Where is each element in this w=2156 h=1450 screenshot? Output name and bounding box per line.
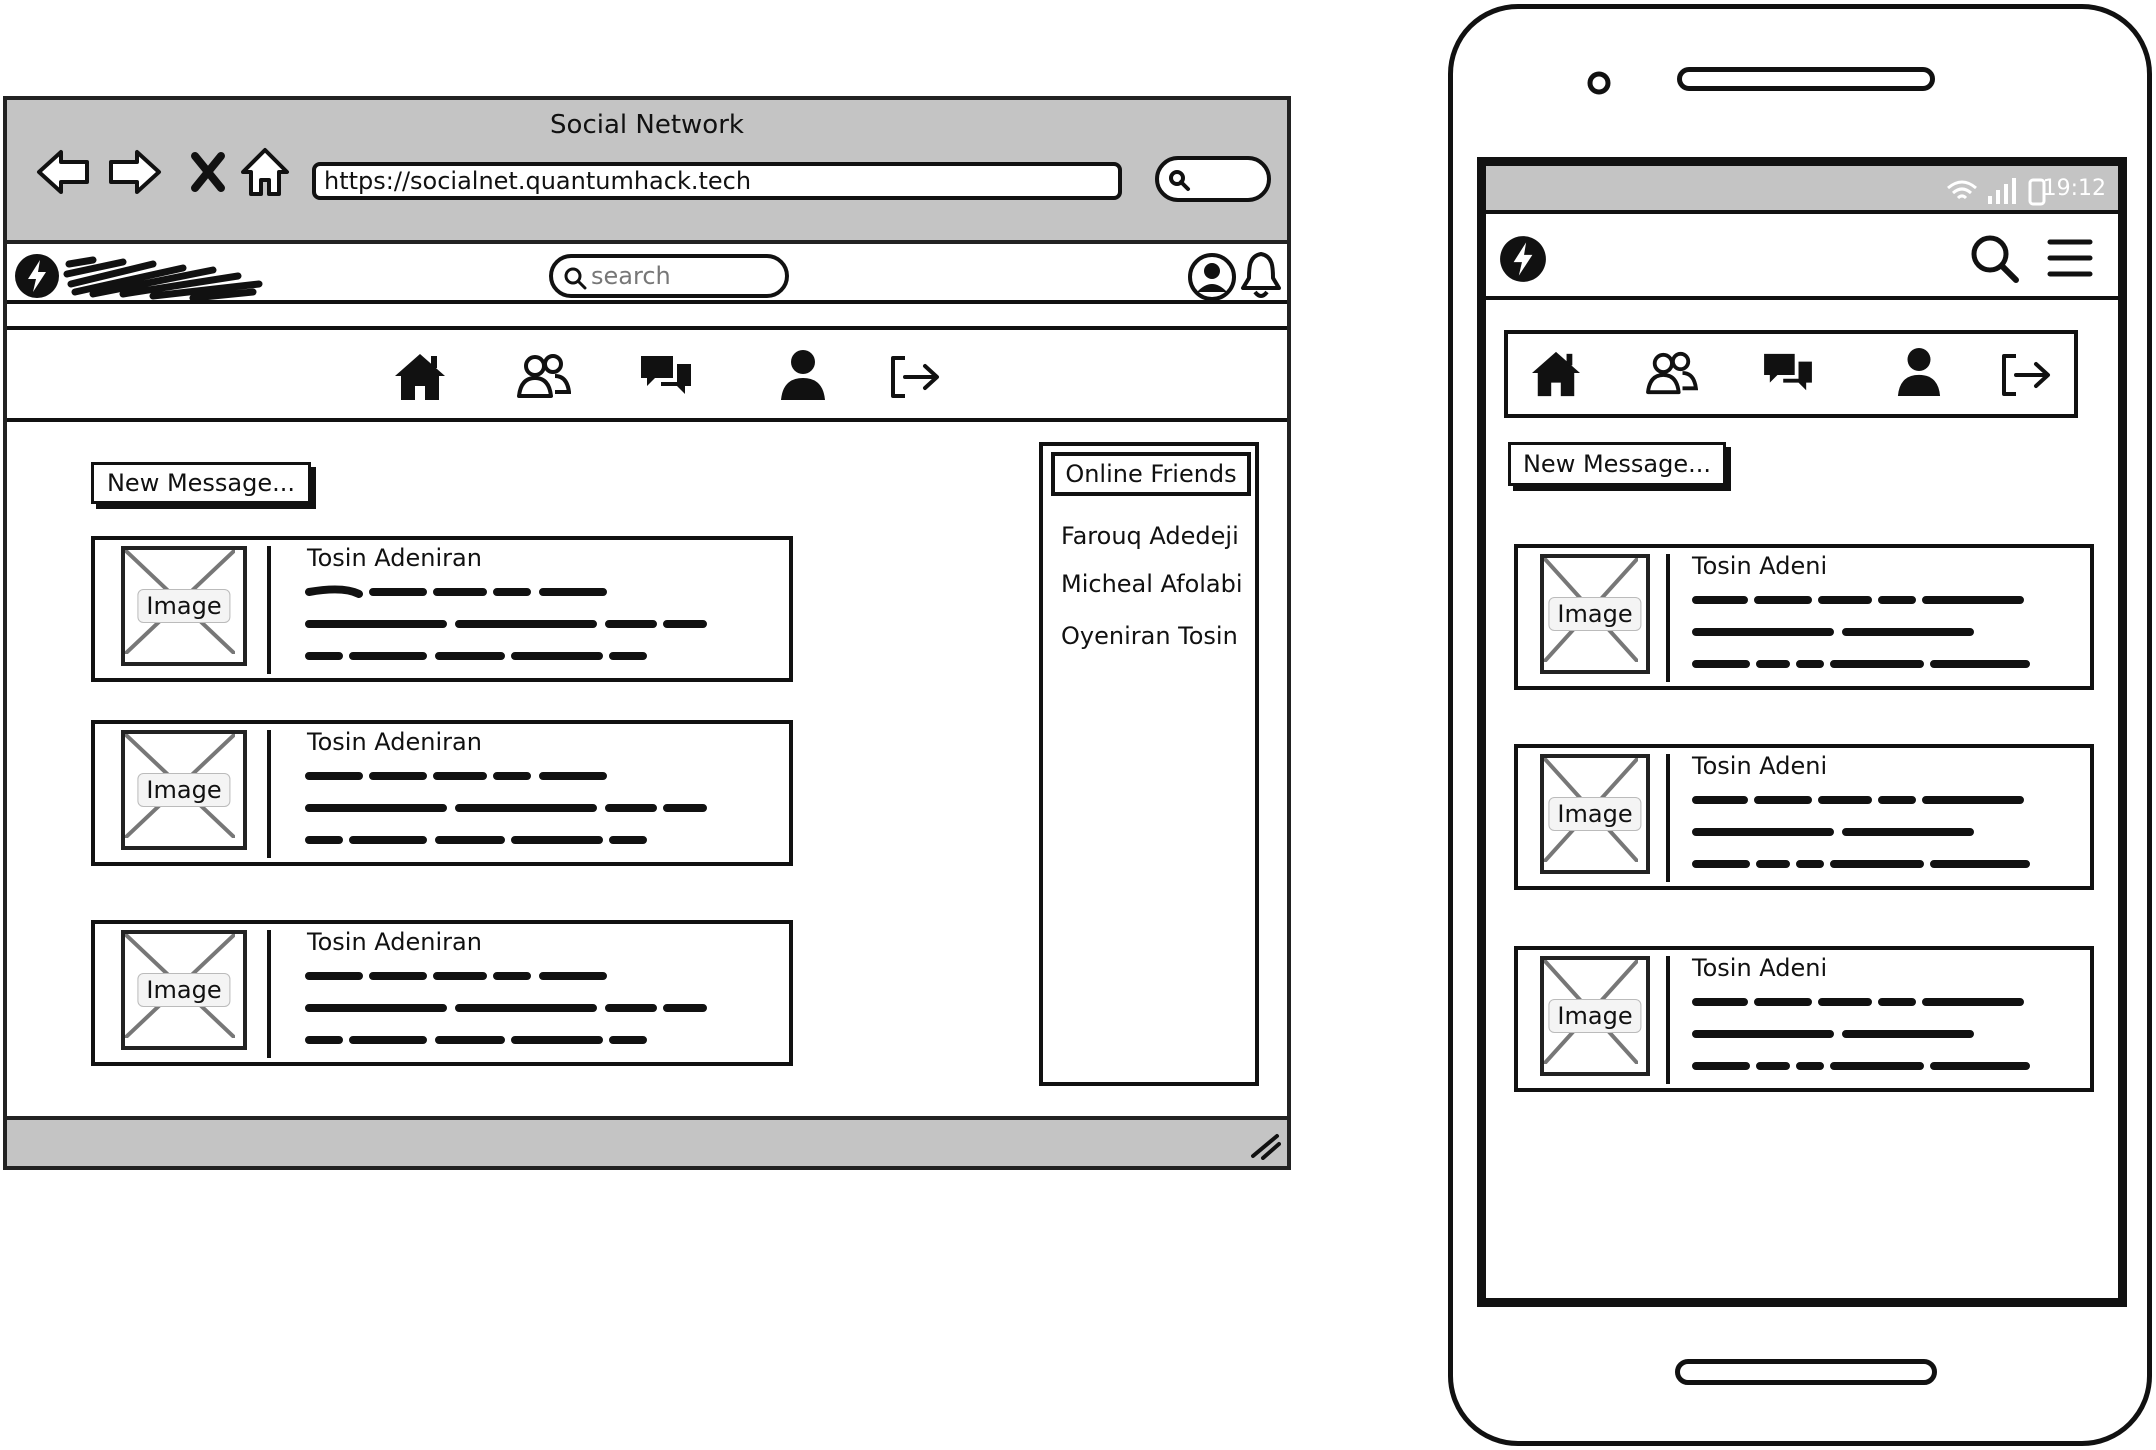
message-preview-scribble: [1692, 998, 2030, 1070]
friend-item[interactable]: Farouq Adedeji: [1061, 522, 1239, 550]
friend-item[interactable]: Micheal Afolabi: [1061, 570, 1243, 598]
message-card[interactable]: Image Tosin Adeniran: [91, 920, 793, 1066]
card-separator: [1666, 956, 1670, 1084]
message-image: Image: [1540, 554, 1650, 674]
card-separator: [1666, 554, 1670, 682]
messages-icon[interactable]: [1762, 352, 1814, 396]
browser-chrome: Social Network https://socialnet.quantum…: [7, 100, 1287, 244]
browser-search-button[interactable]: [1155, 156, 1271, 202]
image-label: Image: [137, 773, 231, 807]
profile-icon[interactable]: [779, 348, 827, 402]
friend-item[interactable]: Oyeniran Tosin: [1061, 622, 1238, 650]
close-icon[interactable]: [179, 142, 239, 202]
message-image: Image: [121, 730, 247, 850]
image-label: Image: [1548, 597, 1642, 631]
url-bar[interactable]: https://socialnet.quantumhack.tech: [312, 162, 1122, 200]
messages-icon[interactable]: [639, 354, 693, 400]
online-friends-panel: Online Friends Farouq Adedeji Micheal Af…: [1039, 442, 1259, 1086]
image-label: Image: [137, 589, 231, 623]
status-bar: 19:12: [1486, 166, 2118, 214]
message-card[interactable]: Image Tosin Adeniran: [91, 720, 793, 866]
browser-window: Social Network https://socialnet.quantum…: [3, 96, 1291, 1170]
message-preview-scribble: [305, 972, 707, 1044]
back-icon[interactable]: [33, 142, 93, 202]
friends-icon[interactable]: [1644, 350, 1698, 396]
browser-title: Social Network: [550, 110, 744, 140]
sender-name: Tosin Adeni: [1692, 954, 1828, 982]
forward-icon[interactable]: [105, 142, 165, 202]
message-card[interactable]: Image Tosin Adeniran: [91, 536, 793, 682]
new-message-button[interactable]: New Message...: [91, 462, 311, 504]
phone-main-nav: [1504, 330, 2078, 418]
message-image: Image: [1540, 754, 1650, 874]
card-separator: [1666, 754, 1670, 882]
profile-icon[interactable]: [1896, 346, 1942, 398]
image-label: Image: [137, 973, 231, 1007]
logo-icon[interactable]: [1498, 234, 1548, 284]
message-image: Image: [121, 930, 247, 1050]
message-card[interactable]: Image Tosin Adeni: [1514, 744, 2094, 890]
brand-scribble: [63, 256, 263, 300]
notification-bell-icon[interactable]: [1237, 250, 1285, 302]
hamburger-menu-icon[interactable]: [2046, 236, 2094, 280]
browser-footer: [7, 1116, 1287, 1166]
new-message-button[interactable]: New Message...: [1508, 442, 1726, 486]
sender-name: Tosin Adeni: [1692, 752, 1828, 780]
home-icon[interactable]: [393, 352, 447, 402]
sender-name: Tosin Adeni: [1692, 552, 1828, 580]
search-input[interactable]: search: [549, 254, 789, 298]
status-time: 19:12: [2042, 176, 2106, 201]
sender-name: Tosin Adeniran: [307, 728, 482, 756]
phone-screen: 19:12: [1477, 157, 2127, 1307]
online-friends-title: Online Friends: [1051, 452, 1251, 496]
speaker-grille: [1677, 67, 1935, 91]
image-label: Image: [1548, 999, 1642, 1033]
logout-icon[interactable]: [887, 354, 941, 400]
sender-name: Tosin Adeniran: [307, 928, 482, 956]
divider-bar: [7, 306, 1287, 330]
home-browser-icon[interactable]: [235, 142, 295, 202]
card-separator: [267, 546, 271, 674]
logo-icon[interactable]: [13, 252, 61, 300]
camera-icon: [1587, 71, 1611, 95]
message-preview-scribble: [305, 585, 707, 660]
friends-icon[interactable]: [515, 352, 571, 400]
message-image: Image: [1540, 956, 1650, 1076]
card-separator: [267, 730, 271, 858]
message-preview-scribble: [1692, 796, 2030, 868]
message-image: Image: [121, 546, 247, 666]
home-icon[interactable]: [1530, 350, 1582, 398]
home-button[interactable]: [1675, 1359, 1937, 1385]
account-icon[interactable]: [1187, 252, 1237, 302]
app-bar: search: [7, 248, 1287, 304]
resize-grip-icon[interactable]: [1247, 1130, 1281, 1160]
status-icons: [1947, 178, 2046, 206]
sender-name: Tosin Adeniran: [307, 544, 482, 572]
search-placeholder: search: [591, 262, 671, 290]
message-card[interactable]: Image Tosin Adeni: [1514, 544, 2094, 690]
message-preview-scribble: [1692, 596, 2030, 668]
search-icon: [564, 267, 587, 290]
image-label: Image: [1548, 797, 1642, 831]
message-card[interactable]: Image Tosin Adeni: [1514, 946, 2094, 1092]
search-icon: [1169, 170, 1190, 191]
search-icon[interactable]: [1968, 232, 2020, 284]
phone-frame: 19:12: [1448, 4, 2152, 1446]
card-separator: [267, 930, 271, 1058]
phone-app-bar: [1486, 218, 2118, 300]
message-preview-scribble: [305, 772, 707, 844]
logout-icon[interactable]: [1998, 352, 2052, 398]
main-nav: [7, 334, 1287, 422]
